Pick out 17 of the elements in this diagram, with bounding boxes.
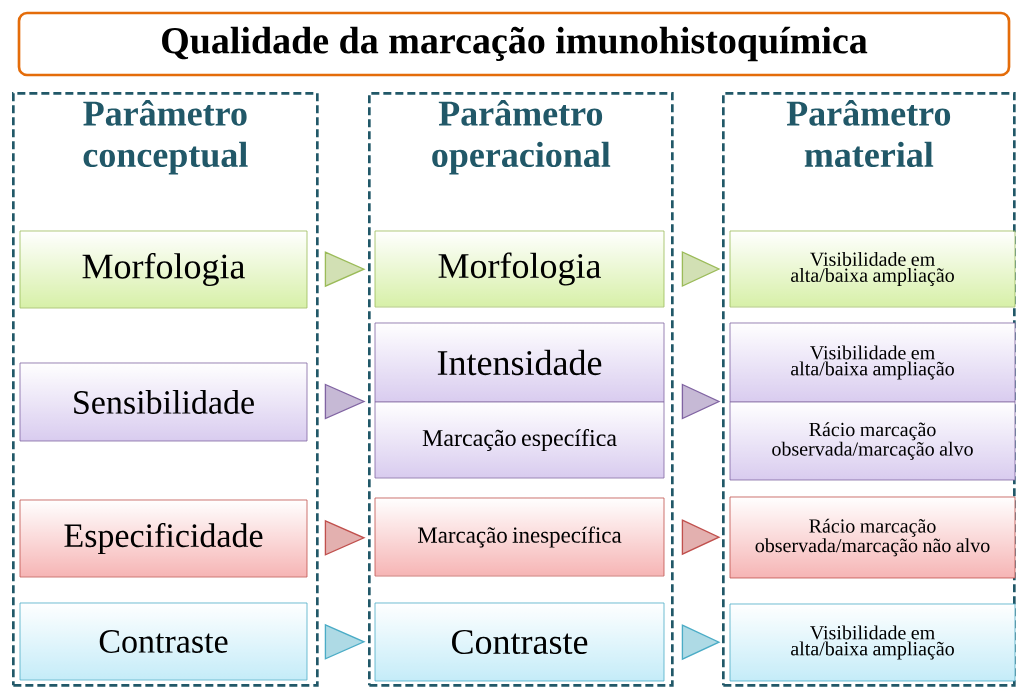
process-box: Contraste bbox=[19, 602, 308, 681]
process-box: Visibilidade em alta/baixa ampliação bbox=[729, 322, 1016, 403]
process-box: Especificidade bbox=[19, 499, 308, 578]
process-box: Visibilidade em alta/baixa ampliação bbox=[729, 230, 1016, 308]
process-box: Visibilidade em alta/baixa ampliação bbox=[729, 603, 1016, 682]
process-box: Morfologia bbox=[374, 230, 665, 308]
process-box: Contraste bbox=[374, 602, 665, 682]
title-box: Qualidade da marcação imunohistoquímica bbox=[17, 11, 1011, 77]
chevron-arrow bbox=[681, 383, 721, 420]
process-box: Marcação específica bbox=[374, 401, 665, 479]
process-box: Sensibilidade bbox=[19, 362, 308, 442]
process-box: Marcação inespecífica bbox=[374, 497, 665, 577]
process-box: Rácio marcação observada/marcação alvo bbox=[729, 401, 1016, 481]
process-box: Morfologia bbox=[19, 230, 308, 309]
chevron-arrow bbox=[324, 383, 366, 420]
process-box: Intensidade bbox=[374, 322, 665, 403]
process-box: Rácio marcação observada/marcação não alvo bbox=[729, 496, 1016, 579]
